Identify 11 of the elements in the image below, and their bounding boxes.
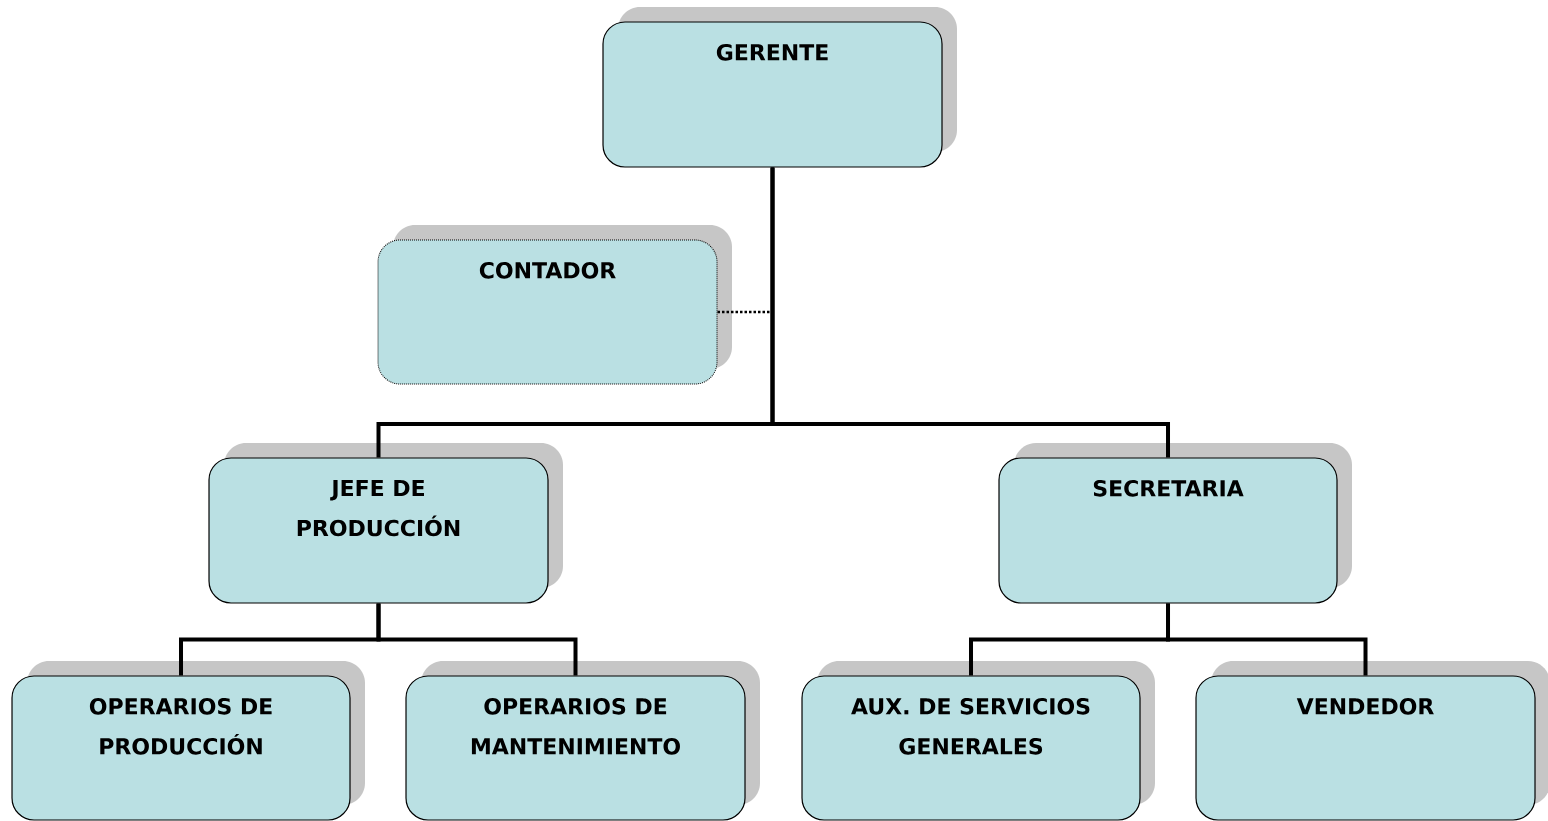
connector-line xyxy=(376,603,578,676)
position-box: CONTADOR xyxy=(377,225,732,385)
position-box: VENDEDOR xyxy=(1195,661,1548,821)
position-box: SECRETARIA xyxy=(998,443,1352,604)
connector-line xyxy=(770,167,1170,458)
connector-line xyxy=(1166,603,1368,676)
position-box: OPERARIOS DE PRODUCCIÓN xyxy=(11,661,365,821)
position-box: JEFE DE PRODUCCIÓN xyxy=(208,443,563,604)
position-box: AUX. DE SERVICIOS GENERALES xyxy=(801,661,1155,821)
position-box: OPERARIOS DE MANTENIMIENTO xyxy=(405,661,760,821)
position-box: GERENTE xyxy=(602,7,957,168)
